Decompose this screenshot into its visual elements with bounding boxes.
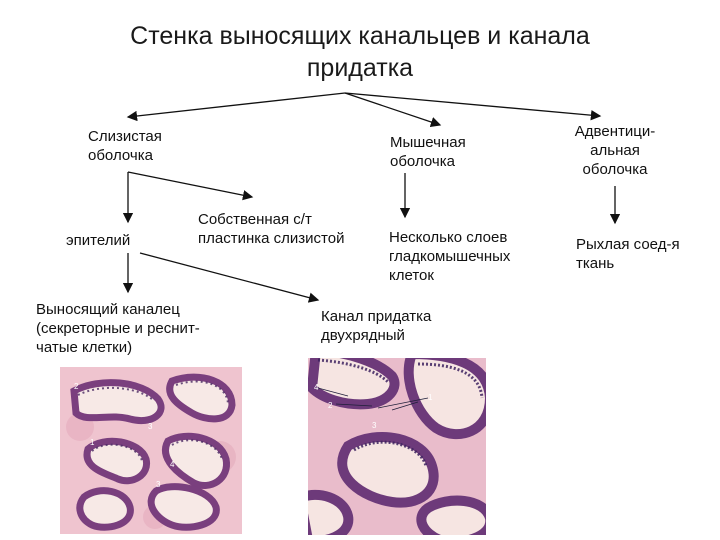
diagram-title: Стенка выносящих канальцев и канала прид…	[60, 20, 660, 84]
arrow-epithelium-to-epididymis	[139, 252, 320, 303]
micro-left-label-5: 4	[170, 460, 175, 469]
arrow-mucosa-to-lamina	[127, 171, 254, 201]
micro-right-label-3: 1	[428, 393, 433, 402]
node-lamina-propria: Собственная с/т пластинка слизистой	[198, 211, 345, 247]
micro-right-label-4: 3	[372, 421, 377, 430]
micrograph-efferent-svg: 2 1 3 3 4	[60, 367, 242, 534]
micro-left-label-1: 2	[74, 382, 79, 391]
node-epididymis-duct: Канал придатка двухрядный	[321, 308, 432, 344]
micro-left-label-4: 3	[156, 480, 161, 489]
node-epithelium: эпителий	[66, 232, 131, 249]
arrow-title-to-adventitia	[344, 92, 602, 121]
node-efferent-duct: Выносящий каналец (секреторные и реснит-…	[36, 301, 200, 356]
arrow-title-to-mucosa	[126, 92, 346, 122]
micro-right-label-2: 2	[328, 401, 333, 410]
arrow-title-to-muscular	[344, 92, 442, 128]
node-loose-tissue: Рыхлая соед-я ткань	[576, 236, 680, 272]
node-adventitia: Адвентици- альная оболочка	[574, 123, 656, 178]
micrograph-epididymis-duct: 4 2 1 3	[308, 358, 486, 535]
node-muscular: Мышечная оболочка	[390, 134, 466, 170]
micro-right-label-1: 4	[314, 383, 319, 392]
micro-left-label-3: 3	[148, 422, 153, 431]
micrograph-epididymis-svg: 4 2 1 3	[308, 358, 486, 535]
title-line-1: Стенка выносящих канальцев и канала	[130, 22, 590, 50]
micro-left-label-2: 1	[90, 438, 95, 447]
node-smooth-muscle: Несколько слоев гладкомышечных клеток	[389, 229, 511, 284]
node-mucosa: Слизистая оболочка	[88, 128, 162, 164]
title-line-2: придатка	[306, 54, 414, 82]
micrograph-efferent-duct: 2 1 3 3 4	[60, 367, 242, 534]
